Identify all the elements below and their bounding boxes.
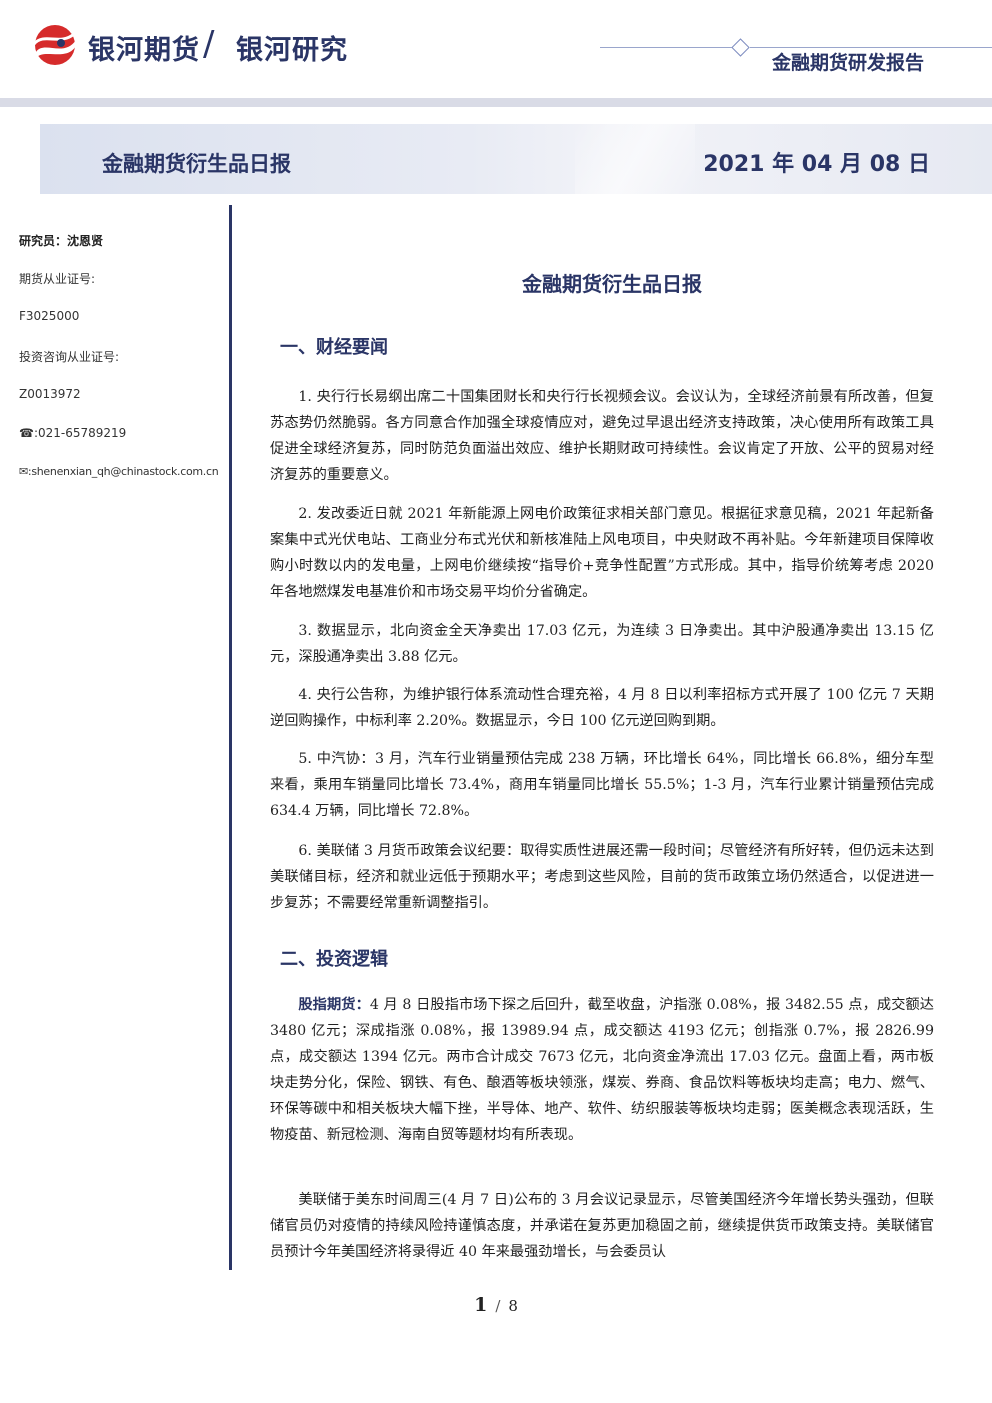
stock-index-text: 4 月 8 日股指市场下探之后回升，截至收盘，沪指涨 0.08%，报 3482.… — [270, 997, 934, 1143]
document-title: 金融期货衍生品日报 — [522, 272, 702, 296]
news-item-5: 5. 中汽协：3 月，汽车行业销量预估完成 238 万辆，环比增长 64%，同比… — [270, 751, 934, 819]
brand-divider: / — [203, 24, 215, 64]
header-rule-right — [750, 47, 992, 48]
header-band — [0, 98, 992, 107]
fed-paragraph: 美联储于美东时间周三(4 月 7 日)公布的 3 月会议记录显示，尽管美国经济今… — [270, 1192, 934, 1260]
galaxy-logo-icon — [32, 25, 76, 65]
page-separator: / — [495, 1297, 501, 1315]
stock-index-paragraph: 股指期货：4 月 8 日股指市场下探之后回升，截至收盘，沪指涨 0.08%，报 … — [270, 992, 934, 1148]
banner-highlight — [575, 124, 695, 194]
section-heading-news: 一、财经要闻 — [280, 337, 388, 358]
news-item-1: 1. 央行行长易纲出席二十国集团财长和央行行长视频会议。会议认为，全球经济前景有… — [270, 389, 934, 483]
banner-title: 金融期货衍生品日报 — [102, 152, 291, 176]
page-total: 8 — [508, 1297, 518, 1315]
sidebar-divider — [229, 205, 232, 1270]
license-label: 期货从业证号: — [19, 272, 96, 286]
top-header — [0, 0, 992, 100]
consult-number: Z0013972 — [19, 387, 81, 401]
section-heading-logic: 二、投资逻辑 — [280, 949, 388, 970]
news-item-4: 4. 央行公告称，为维护银行体系流动性合理充裕，4 月 8 日以利率招标方式开展… — [270, 687, 934, 729]
email-link[interactable]: ✉:shenenxian_qh@chinastock.com.cn — [19, 465, 219, 478]
report-date: 2021 年 04 月 08 日 — [703, 152, 930, 177]
researcher-name: 研究员：沈恩贤 — [19, 234, 104, 248]
news-item-6: 6. 美联储 3 月货币政策会议纪要：取得实质性进展还需一段时间；尽管经济有所好… — [270, 843, 934, 911]
header-rule-left — [600, 47, 733, 48]
brand-name: 银河期货 — [88, 35, 200, 66]
license-number: F3025000 — [19, 309, 80, 323]
phone-number: ☎:021-65789219 — [19, 426, 127, 440]
consult-label: 投资咨询从业证号: — [19, 350, 120, 364]
title-banner — [40, 124, 992, 194]
news-item-2: 2. 发改委近日就 2021 年新能源上网电价政策征求相关部门意见。根据征求意见… — [270, 506, 934, 600]
report-type: 金融期货研发报告 — [771, 52, 924, 74]
page-current: 1 — [474, 1294, 488, 1316]
stock-index-lead: 股指期货： — [298, 997, 370, 1013]
page-indicator: 1 / 8 — [0, 1294, 992, 1316]
news-item-3: 3. 数据显示，北向资金全天净卖出 17.03 亿元，为连续 3 日净卖出。其中… — [270, 623, 934, 665]
research-name: 银河研究 — [236, 35, 348, 66]
